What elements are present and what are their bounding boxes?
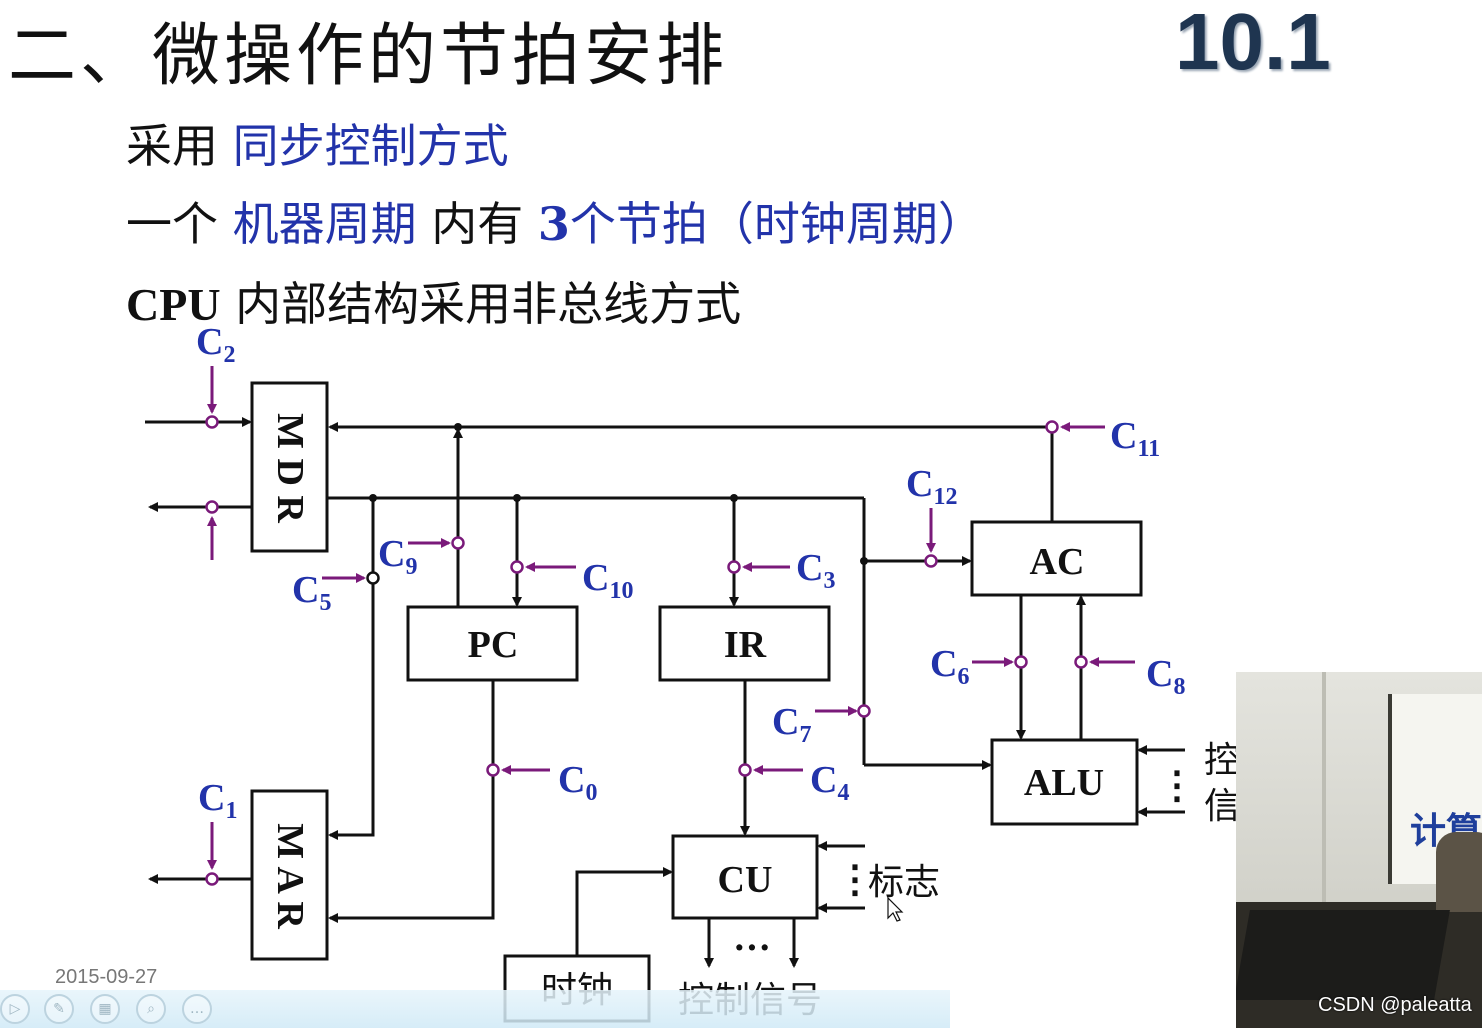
ac-label: AC [1030, 541, 1085, 583]
ac-box [970, 520, 1143, 597]
c6-gate [1014, 655, 1028, 669]
cu-output-dots: ··· [733, 927, 771, 969]
c8-gate [1074, 655, 1088, 669]
mar-label: M A R [269, 823, 311, 929]
more-icon[interactable]: … [182, 994, 212, 1024]
flag-label: 标志 [868, 862, 940, 903]
c5-gate [366, 571, 380, 585]
c2-label: C2 [196, 321, 235, 368]
slide-title: 二、微操作的节拍安排 [8, 17, 729, 96]
play-icon[interactable]: ▷ [0, 994, 30, 1024]
mouse-cursor-icon [887, 896, 904, 922]
c3-label: C3 [796, 547, 835, 594]
c10-label: C10 [582, 557, 633, 604]
alu-box [990, 738, 1139, 826]
watermark: CSDN @paleatta [1318, 994, 1472, 1016]
mdr-label: M D R [269, 413, 311, 523]
line-cpu-structure: CPU 内部结构采用非总线方式 [126, 268, 741, 334]
c7-label: C7 [772, 701, 811, 748]
ir-box [658, 605, 831, 682]
webcam-overlay: 计算 [1236, 672, 1482, 1028]
webcam-person [1436, 832, 1482, 912]
ir-label: IR [724, 624, 767, 666]
junction-dot [369, 494, 377, 502]
line2-h2: 个节拍（时钟周期） [569, 197, 984, 251]
c3-gate [727, 560, 741, 574]
mdr-box [250, 381, 329, 553]
alu-ctrl-label-bottom: 信 [1204, 786, 1240, 827]
mdr-out-gate [205, 500, 219, 514]
mdr-to-mar-line [328, 498, 375, 840]
c12-gate [924, 554, 938, 568]
alu-label: ALU [1024, 762, 1104, 804]
c12-label: C12 [906, 463, 957, 510]
c11-label: C11 [1110, 415, 1160, 462]
c11-gate [1045, 420, 1059, 434]
section-number: 10.1 [1175, 0, 1331, 86]
line-machine-cycle: 一个 机器周期 内有 3个节拍（时钟周期） [126, 188, 984, 254]
c4-label: C4 [810, 759, 849, 806]
c0-label: C0 [558, 759, 597, 806]
c1-label: C1 [198, 777, 237, 824]
mar-box [250, 789, 329, 961]
line2-h2num: 3 [537, 197, 570, 251]
c2-gate [205, 415, 219, 429]
webcam-laptop [1236, 910, 1450, 1000]
cu-label: CU [718, 859, 773, 901]
line3-rest: 内部结构采用非总线方式 [220, 277, 742, 331]
line3-cpu: CPU [126, 279, 221, 330]
c5-label: C5 [292, 569, 331, 616]
c9-gate [451, 536, 465, 550]
junction-dot [860, 557, 868, 565]
c0-gate [486, 763, 500, 777]
c7-gate [857, 704, 871, 718]
clock-to-cu-line [575, 867, 673, 956]
junction-dot [454, 423, 462, 431]
line2-prefix: 一个 [126, 197, 233, 251]
c6-label: C6 [930, 643, 969, 690]
flag-dots: ⋮ [836, 859, 874, 901]
alu-ctrl-label-top: 控 [1204, 740, 1240, 781]
slides-icon[interactable]: ▦ [90, 994, 120, 1024]
cu-box [671, 834, 819, 920]
pc-label: PC [468, 624, 519, 666]
c9-label: C9 [378, 533, 417, 580]
line1-highlight: 同步控制方式 [232, 119, 509, 173]
c8-label: C8 [1146, 653, 1185, 700]
zoom-icon[interactable]: ⌕ [136, 994, 166, 1024]
pc-to-mar-line [328, 680, 495, 923]
c1-gate [205, 872, 219, 886]
junction-dot [730, 494, 738, 502]
c10-gate [510, 560, 524, 574]
c4-gate [738, 763, 752, 777]
alu-ctrl-dots: ⋮ [1158, 765, 1196, 807]
line2-mid: 内有 [416, 197, 538, 251]
line-sync-control: 采用 同步控制方式 [126, 110, 509, 176]
line1-prefix: 采用 [126, 119, 233, 173]
slide-date: 2015-09-27 [55, 966, 158, 988]
line2-h1: 机器周期 [232, 197, 417, 251]
junction-dot [513, 494, 521, 502]
pen-icon[interactable]: ✎ [44, 994, 74, 1024]
